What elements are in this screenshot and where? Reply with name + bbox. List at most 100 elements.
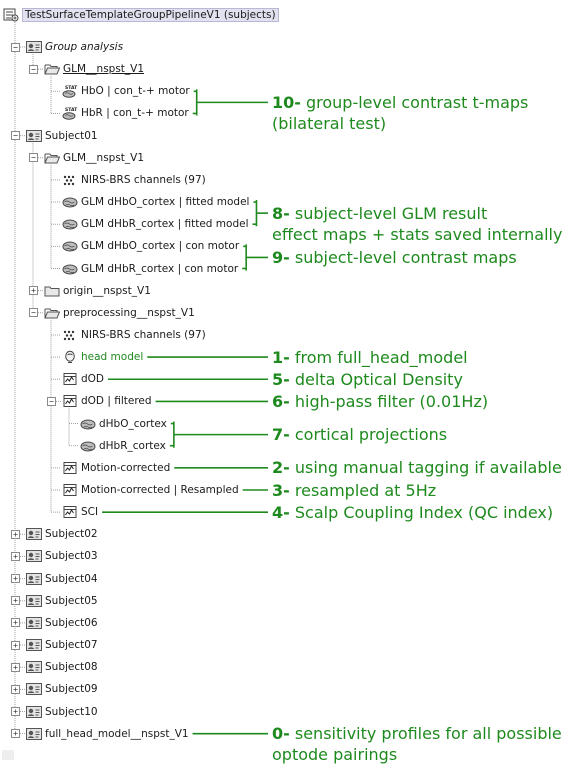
expand-toggle[interactable]: + xyxy=(11,684,20,694)
tree-node-label: Subject07 xyxy=(45,639,98,652)
annotation-number: 2- xyxy=(272,458,290,478)
tree-node-pp-motion-res[interactable]: Motion-corrected | Resampled xyxy=(62,481,239,499)
collapse-toggle[interactable]: − xyxy=(47,396,56,406)
tree-node-s01-glm-hbr-fit[interactable]: GLM dHbR_cortex | fitted model xyxy=(62,215,249,233)
tree-node-full-head[interactable]: full_head_model__nspst_V1 xyxy=(26,725,189,743)
expand-toggle[interactable]: + xyxy=(11,596,20,606)
tree-node-label: Subject04 xyxy=(45,572,98,585)
tree-node-s01-glm-hbr-con[interactable]: GLM dHbR_cortex | con motor xyxy=(62,260,238,278)
expand-toggle[interactable]: + xyxy=(11,662,20,672)
expand-toggle[interactable]: + xyxy=(11,618,20,628)
subject-icon xyxy=(26,727,42,741)
expand-toggle[interactable]: + xyxy=(11,551,20,561)
collapse-toggle[interactable]: − xyxy=(29,308,38,318)
cortex-icon xyxy=(62,262,78,276)
tree-node-label: GLM dHbR_cortex | fitted model xyxy=(81,218,249,231)
annotation-text: resampled at 5Hz xyxy=(289,480,437,500)
expand-toggle[interactable]: + xyxy=(29,286,38,296)
tree-node-pp-motion[interactable]: Motion-corrected xyxy=(62,459,170,477)
annotation-text: using manual tagging if available xyxy=(289,458,562,478)
tree-node-subject06[interactable]: Subject06 xyxy=(26,614,98,632)
tree-node-label: dOD | filtered xyxy=(81,395,152,408)
folder-open-icon xyxy=(44,151,61,165)
annotation-number: 4- xyxy=(272,502,290,522)
tree-node-label: GLM dHbO_cortex | fitted model xyxy=(81,196,250,209)
annotation-number: 9- xyxy=(272,247,290,267)
tree-node-pp-dod-filt[interactable]: dOD | filtered xyxy=(62,392,152,410)
tree-node-label: NIRS-BRS channels (97) xyxy=(81,328,206,341)
tree-node-label: Subject01 xyxy=(45,129,98,142)
tree-node-subject04[interactable]: Subject04 xyxy=(26,570,98,588)
annotation-text-line2: optode pairings xyxy=(272,745,398,765)
protocol-icon xyxy=(3,8,19,22)
tree-node-subject01[interactable]: Subject01 xyxy=(26,127,98,145)
annotation-text: high-pass filter (0.01Hz) xyxy=(289,391,489,411)
tree-node-label: Subject06 xyxy=(45,616,98,629)
data-icon xyxy=(62,394,78,408)
collapse-toggle[interactable]: − xyxy=(11,42,20,52)
cortex-icon xyxy=(62,217,78,231)
collapse-toggle[interactable]: − xyxy=(29,64,38,74)
subject-icon xyxy=(26,682,42,696)
subject-icon xyxy=(26,549,42,563)
tree-node-s01-glm-hbo-con[interactable]: GLM dHbO_cortex | con motor xyxy=(62,237,239,255)
expand-toggle[interactable]: + xyxy=(11,640,20,650)
tree-node-label: Subject03 xyxy=(45,550,98,563)
tree-node-label: GLM__nspst_V1 xyxy=(63,63,145,76)
tree-node-pp-head[interactable]: head model xyxy=(62,348,143,366)
tree-node-label: Subject10 xyxy=(45,705,98,718)
tree-node-group-glm[interactable]: GLM__nspst_V1 xyxy=(44,60,144,78)
annotation-a9: 9- subject-level contrast maps xyxy=(272,247,517,268)
tree-node-s01-preproc[interactable]: preprocessing__nspst_V1 xyxy=(44,304,195,322)
tree-node-pp-sci[interactable]: SCI xyxy=(62,503,98,521)
expand-toggle[interactable]: + xyxy=(11,707,20,716)
annotation-number: 5- xyxy=(272,369,290,389)
annotation-a7: 7- cortical projections xyxy=(272,424,447,445)
tree-node-s01-origin[interactable]: origin__nspst_V1 xyxy=(44,282,151,300)
expand-toggle[interactable]: + xyxy=(11,574,20,584)
tree-node-pp-dod[interactable]: dOD xyxy=(62,370,104,388)
tree-node-s01-glm[interactable]: GLM__nspst_V1 xyxy=(44,149,144,167)
tree-node-subject05[interactable]: Subject05 xyxy=(26,592,98,610)
subject-icon xyxy=(26,616,42,630)
annotation-a2: 2- using manual tagging if available xyxy=(272,457,562,478)
annotation-text: cortical projections xyxy=(289,425,448,445)
channels-icon xyxy=(62,328,78,342)
expand-toggle[interactable]: + xyxy=(11,729,20,739)
tree-node-s01-glm-channels[interactable]: NIRS-BRS channels (97) xyxy=(62,171,206,189)
annotation-text-line2: (bilateral test) xyxy=(272,113,387,133)
tree-node-s01-glm-hbo-fit[interactable]: GLM dHbO_cortex | fitted model xyxy=(62,193,249,211)
tree-node-subject10[interactable]: Subject10 xyxy=(26,703,98,721)
tree-node-label: Motion-corrected xyxy=(81,461,171,474)
folder-open-icon xyxy=(44,306,61,320)
tree-node-group-analysis[interactable]: Group analysis xyxy=(26,38,123,56)
tree-node-subject07[interactable]: Subject07 xyxy=(26,636,98,654)
subject-icon xyxy=(26,660,42,674)
tree-node-subject02[interactable]: Subject02 xyxy=(26,525,98,543)
tree-node-subject03[interactable]: Subject03 xyxy=(26,547,98,565)
cortex-icon xyxy=(80,417,96,431)
expand-toggle[interactable]: + xyxy=(11,529,20,539)
data-icon xyxy=(62,372,78,386)
annotation-number: 7- xyxy=(272,425,290,445)
annotation-text: group-level contrast t-maps xyxy=(300,92,529,112)
subject-icon xyxy=(26,527,42,541)
annotation-number: 8- xyxy=(272,203,290,223)
tree-root-node[interactable]: TestSurfaceTemplateGroupPipelineV1 (subj… xyxy=(3,6,279,24)
tree-node-pp-dhbr[interactable]: dHbR_cortex xyxy=(80,437,166,455)
collapse-toggle[interactable]: − xyxy=(29,153,38,163)
tree-node-subject09[interactable]: Subject09 xyxy=(26,680,98,698)
tree-node-subject08[interactable]: Subject08 xyxy=(26,658,98,676)
stat-icon: STAT xyxy=(62,106,78,121)
tree-node-pp-channels[interactable]: NIRS-BRS channels (97) xyxy=(62,326,206,344)
tree-node-pp-dhbo[interactable]: dHbO_cortex xyxy=(80,415,167,433)
channels-icon xyxy=(62,173,78,187)
collapse-toggle[interactable]: − xyxy=(11,131,20,141)
tree-node-label: NIRS-BRS channels (97) xyxy=(81,173,206,186)
subject-icon xyxy=(26,638,42,652)
tree-node-label: Group analysis xyxy=(45,41,124,53)
tree-node-label: HbR | con_t-+ motor xyxy=(81,107,189,120)
